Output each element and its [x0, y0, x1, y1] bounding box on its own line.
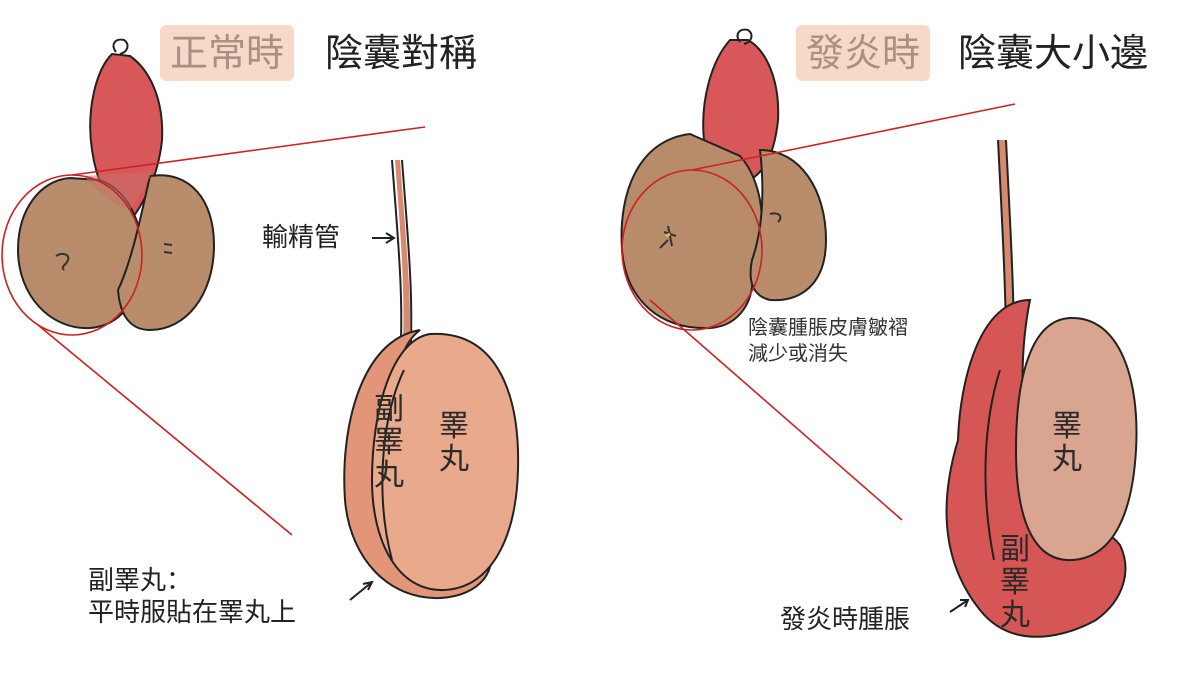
inflamed-caption: 發炎時腫脹 — [780, 605, 911, 635]
inflamed-epididymis-label: 副 睪 丸 — [1000, 532, 1030, 633]
skin-fold-note-line1: 陰囊腫脹皮膚皺褶 — [748, 315, 908, 339]
normal-heading: 陰囊對稱 — [325, 31, 478, 75]
normal-caption-line2: 平時服貼在睪丸上 — [88, 598, 297, 628]
inflamed-state-tag: 發炎時 — [796, 25, 931, 81]
inflamed-scrotum-drawing — [620, 28, 1016, 521]
inflamed-testis-detail — [945, 139, 1138, 638]
normal-scrotum-drawing — [1, 38, 426, 536]
inflamed-testis-label: 睪 丸 — [1052, 409, 1082, 477]
normal-testis-label: 睪 丸 — [439, 409, 469, 477]
vas-deferens-label: 輸精管 — [262, 223, 341, 253]
normal-state-tag: 正常時 — [160, 25, 295, 81]
inflamed-heading: 陰囊大小邊 — [958, 31, 1149, 75]
normal-caption-line1: 副睪丸： — [88, 566, 193, 596]
normal-epididymis-label: 副 睪 丸 — [374, 392, 404, 493]
skin-fold-note-line2: 減少或消失 — [748, 341, 848, 365]
normal-testis-detail — [343, 159, 520, 601]
